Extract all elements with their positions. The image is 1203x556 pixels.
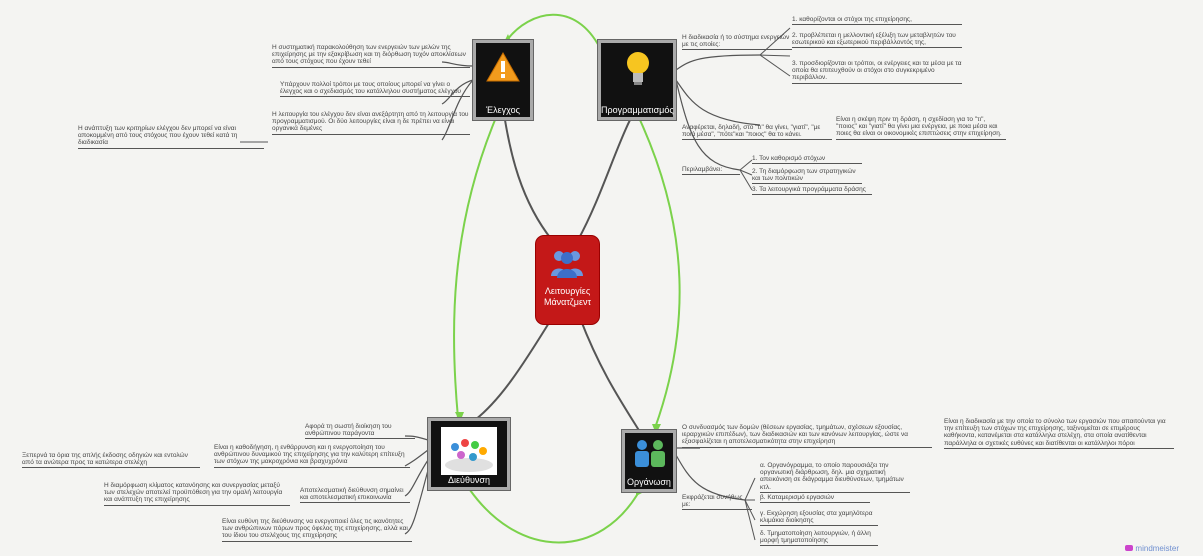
- organ-expr-item-4: δ. Τμηματοποίηση λειτουργιών, ή άλλη μορ…: [760, 530, 878, 547]
- dieuth-text-1: Αφορά τη σωστή διοίκηση του ανθρώπινου π…: [305, 423, 415, 440]
- node-dieuthynsi[interactable]: Διεύθυνση: [428, 418, 510, 490]
- prog-def-item-3: 3. προσδιορίζονται οι τρόποι, οι ενέργει…: [792, 60, 962, 84]
- elegxos-text-1: Η συστηματική παρακολούθηση των ενεργειώ…: [272, 44, 470, 68]
- mindmeister-logo-icon: [1125, 545, 1134, 551]
- node-elegxos[interactable]: Έλεγχος: [473, 40, 533, 120]
- dieuth-text-4: Είναι ευθύνη της διεύθυνσης να ενεργοποι…: [222, 518, 412, 542]
- relation-elegxos-dieuthynsi: [452, 119, 496, 419]
- elegxos-text-3b: Η ανάπτυξη των κριτηρίων ελέγχου δεν μπο…: [78, 125, 264, 149]
- prog-include-item-1: 1. Τον καθορισμό στόχων: [752, 155, 862, 165]
- prog-include-item-2: 2. Τη διαμόρφωση των στρατηγικών και των…: [752, 168, 862, 185]
- branch-central-elegxos: [504, 119, 553, 241]
- organ-expr-item-3: γ. Εκχώρηση εξουσίας στα χαμηλότερα κλιμ…: [760, 510, 878, 527]
- node-elegxos-label: Έλεγχος: [486, 105, 520, 115]
- organ-expr-item-1: α. Οργανόγραμμα, το οποίο παρουσιάζει τη…: [760, 462, 910, 493]
- organ-text-1b: Είναι η διαδικασία με την οποία το σύνολ…: [944, 418, 1174, 449]
- organ-text-1: Ο συνδυασμός των δομών (θέσεων εργασίας,…: [682, 424, 932, 448]
- relation-prog-organosi: [639, 119, 681, 429]
- prog-reference: Αναφέρεται, δηλαδή, στο "τι" θα γίνει, "…: [682, 124, 832, 141]
- prog-include-item-3: 3. Τα λειτουργικά προγράμματα δράσης: [752, 186, 872, 196]
- central-topic-label: Λειτουργίες Μάνατζμεντ: [543, 286, 592, 307]
- people-icon: [551, 251, 583, 278]
- dieuth-text-3b: Αποτελεσματική διεύθυνση σημαίνει και απ…: [300, 487, 410, 504]
- branch-central-programmatismos: [577, 119, 631, 241]
- prog-def-item-2: 2. προβλέπεται η μελλοντική εξέλιξη των …: [792, 32, 962, 49]
- dieuth-text-2: Είναι η καθοδήγηση, η ενθάρρυνση και η ε…: [214, 444, 410, 468]
- branch-central-organosi: [579, 317, 641, 433]
- lightbulb-icon: [627, 52, 649, 85]
- prog-def-item-1: 1. καθορίζονται οι στόχοι της επιχείρηση…: [792, 16, 962, 26]
- organ-expression: Εκφράζεται συνήθως με:: [682, 494, 752, 511]
- node-dieuthynsi-label: Διεύθυνση: [448, 475, 490, 485]
- node-programmatismos[interactable]: Προγραμματισμός: [598, 40, 676, 120]
- team-icon: [441, 427, 497, 475]
- elegxos-text-3: Η λειτουργία του ελέγχου δεν είναι ανεξά…: [272, 111, 470, 135]
- dieuth-text-2b: Ξεπερνά τα όρια της απλής έκδοσης οδηγιώ…: [22, 452, 200, 469]
- relation-dieuthynsi-organosi: [469, 489, 641, 544]
- brand-badge[interactable]: mindmeister: [1125, 544, 1179, 553]
- dieuth-text-3: Η διαμόρφωση κλίματος κατανόησης και συν…: [104, 482, 290, 506]
- node-organosi[interactable]: Οργάνωση: [622, 430, 676, 492]
- warning-icon: [486, 51, 520, 82]
- organ-expr-item-2: β. Καταμερισμό εργασιών: [760, 494, 870, 504]
- prog-includes: Περιλαμβάνει:: [682, 166, 740, 176]
- branch-central-dieuthynsi: [474, 317, 553, 421]
- prog-definition: Η διαδικασία ή το σύστημα ενεργειών με τ…: [682, 34, 792, 51]
- prog-reference-detail: Είναι η σκέψη πριν τη δράση, η σχεδίαση …: [836, 116, 1006, 140]
- elegxos-text-2: Υπάρχουν πολλοί τρόποι με τους οποίους μ…: [280, 81, 470, 98]
- brand-label: mindmeister: [1135, 544, 1179, 553]
- node-organosi-label: Οργάνωση: [627, 477, 671, 487]
- central-topic[interactable]: Λειτουργίες Μάνατζμεντ: [535, 235, 600, 325]
- organization-icon: [635, 440, 665, 467]
- node-programmatismos-label: Προγραμματισμός: [601, 105, 674, 115]
